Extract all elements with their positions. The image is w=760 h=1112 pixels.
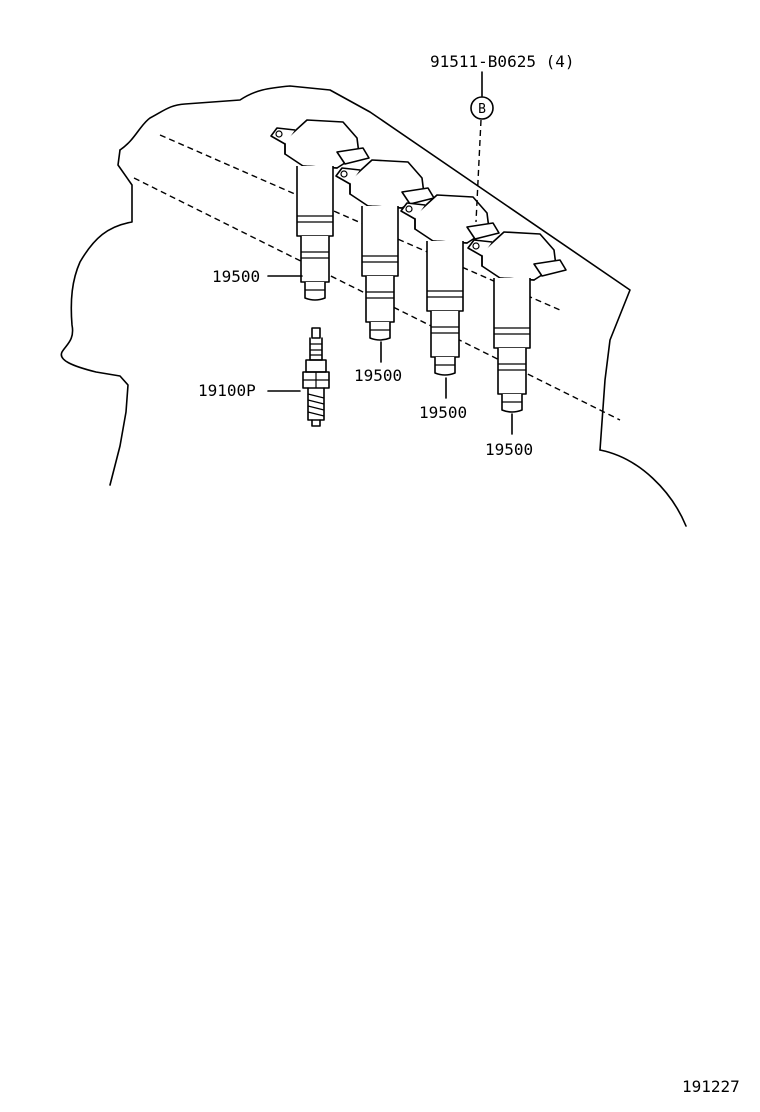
coil-1-part-number: 19500 — [212, 267, 260, 286]
ignition-coil-1 — [270, 119, 370, 301]
coil-3-part-number: 19500 — [419, 403, 467, 422]
ignition-coil-4 — [467, 231, 567, 413]
spark-plug-part-number: 19100P — [198, 381, 256, 400]
spark-plug-callout: 19100P — [198, 381, 301, 400]
bolt-part-number: 91511-B0625 (4) — [430, 52, 575, 71]
coil-callout-2: 19500 — [354, 341, 402, 385]
spark-plug — [302, 327, 330, 427]
bolt-marker-circle — [470, 96, 494, 120]
ignition-coil-2 — [335, 159, 435, 341]
illustration-number: 191227 — [682, 1077, 740, 1096]
coil-callout-4: 19500 — [485, 413, 533, 459]
bolt-marker-letter: B — [478, 102, 486, 117]
coil-2-part-number: 19500 — [354, 366, 402, 385]
ignition-coil-3 — [400, 194, 500, 376]
coil-callout-3: 19500 — [419, 377, 467, 422]
bolt-callout: 91511-B0625 (4) B — [430, 52, 575, 223]
coil-4-part-number: 19500 — [485, 440, 533, 459]
coil-callout-1: 19500 — [212, 267, 303, 286]
